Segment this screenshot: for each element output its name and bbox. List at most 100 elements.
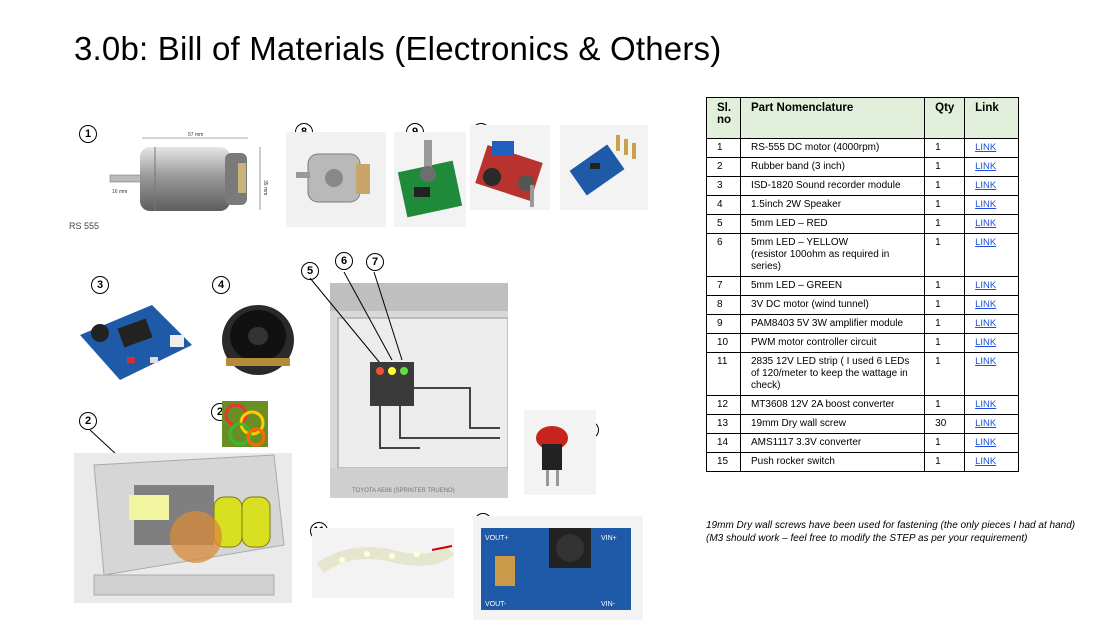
cell-part: 19mm Dry wall screw — [739, 414, 926, 434]
cell-part: AMS1117 3.3V converter — [739, 433, 926, 453]
cell-sl-no: 12 — [706, 395, 741, 415]
slide-title: 3.0b: Bill of Materials (Electronics & O… — [74, 30, 722, 67]
cell-sl-no: 7 — [706, 276, 741, 296]
link-cell[interactable]: LINK — [964, 157, 1019, 177]
cell-part-text: 19mm Dry wall screw — [750, 418, 846, 429]
link-cell[interactable]: LINK — [964, 276, 1019, 296]
cell-qty: 1 — [924, 276, 966, 296]
dim-diameter-label: 35 mm — [262, 180, 268, 195]
header-sl-no: Sl. no — [706, 97, 741, 139]
cell-sl-no: 4 — [706, 195, 741, 215]
link-cell[interactable]: LINK — [964, 433, 1019, 453]
cell-part-text: Push rocker switch — [750, 456, 835, 467]
vout-minus-label: VOUT- — [485, 601, 507, 608]
cell-part: PAM8403 5V 3W amplifier module — [739, 314, 926, 334]
cell-part: 2835 12V LED strip ( I used 6 LEDs of 12… — [739, 352, 926, 396]
cell-part: 1.5inch 2W Speaker — [739, 195, 926, 215]
marker-4: 4 — [212, 276, 230, 294]
rs555-motor-image: 57 mm 35 mm 16 mm — [109, 132, 268, 211]
cell-sl-no: 2 — [706, 157, 741, 177]
cell-part: RS-555 DC motor (4000rpm) — [739, 138, 926, 158]
cell-part: MT3608 12V 2A boost converter — [739, 395, 926, 415]
isd1820-recorder-image — [80, 305, 192, 380]
cell-part-text: 2835 12V LED strip ( I used 6 LEDs of 12… — [750, 356, 910, 391]
link-cell[interactable]: LINK — [964, 333, 1019, 353]
cell-qty: 1 — [924, 176, 966, 196]
footnote: 19mm Dry wall screws have been used for … — [706, 520, 1086, 545]
cell-part-text: ISD-1820 Sound recorder module — [750, 180, 901, 191]
marker-1: 1 — [79, 125, 97, 143]
link-cell[interactable]: LINK — [964, 138, 1019, 158]
link-cell[interactable]: LINK — [964, 314, 1019, 334]
link-cell[interactable]: LINK — [964, 195, 1019, 215]
cell-part: Push rocker switch — [739, 452, 926, 472]
cell-qty: 1 — [924, 138, 966, 158]
cell-part-text: 5mm LED – YELLOW — [750, 237, 849, 248]
cell-sl-no: 8 — [706, 295, 741, 315]
cell-sl-no: 10 — [706, 333, 741, 353]
cell-part: PWM motor controller circuit — [739, 333, 926, 353]
cell-qty: 1 — [924, 395, 966, 415]
table-row: 11 2835 12V LED strip ( I used 6 LEDs of … — [706, 352, 1019, 396]
dc-motor-3v-image — [286, 132, 386, 227]
cell-part: Rubber band (3 inch) — [739, 157, 926, 177]
cell-part: 5mm LED – YELLOW(resistor 100ohm as requ… — [739, 233, 926, 277]
speaker-image — [222, 305, 294, 375]
header-qty: Qty — [924, 97, 966, 139]
link-cell[interactable]: LINK — [964, 414, 1019, 434]
cell-qty: 1 — [924, 333, 966, 353]
cell-sl-no: 5 — [706, 214, 741, 234]
cell-part-text: 5mm LED – RED — [750, 218, 828, 229]
marker-5: 5 — [301, 262, 319, 280]
rubber-bands-image — [222, 401, 268, 447]
vin-plus-label: VIN+ — [601, 535, 617, 542]
cell-sl-no: 3 — [706, 176, 741, 196]
cell-qty: 1 — [924, 314, 966, 334]
link-cell[interactable]: LINK — [964, 176, 1019, 196]
dim-shaft-label: 16 mm — [112, 189, 127, 195]
push-switch-image — [524, 410, 596, 495]
cell-part-text: 3V DC motor (wind tunnel) — [750, 299, 869, 310]
vin-minus-label: VIN- — [601, 601, 616, 608]
pwm-controller-image — [470, 125, 550, 210]
marker-7: 7 — [366, 253, 384, 271]
link-cell[interactable]: LINK — [964, 452, 1019, 472]
cell-qty: 30 — [924, 414, 966, 434]
cell-sl-no: 6 — [706, 233, 741, 277]
cell-sl-no: 11 — [706, 352, 741, 396]
pam8403-amplifier-image — [394, 132, 466, 227]
cell-part-text: 1.5inch 2W Speaker — [750, 199, 842, 210]
cell-sl-no: 15 — [706, 452, 741, 472]
cell-qty: 1 — [924, 452, 966, 472]
cell-part-text: MT3608 12V 2A boost converter — [750, 399, 895, 410]
mt3608-boost-image: VOUT+ VOUT- VIN+ VIN- — [473, 516, 643, 620]
motor-caption: RS 555 — [69, 221, 100, 231]
link-cell[interactable]: LINK — [964, 295, 1019, 315]
link-cell[interactable]: LINK — [964, 352, 1019, 396]
marker-3: 3 — [91, 276, 109, 294]
cell-part: ISD-1820 Sound recorder module — [739, 176, 926, 196]
link-cell[interactable]: LINK — [964, 214, 1019, 234]
cell-part-text: 5mm LED – GREEN — [750, 280, 843, 291]
vout-plus-label: VOUT+ — [485, 535, 509, 542]
cell-part-text: AMS1117 3.3V converter — [750, 437, 862, 448]
cell-part-note: (resistor 100ohm as required in series) — [750, 249, 890, 272]
link-cell[interactable]: LINK — [964, 233, 1019, 277]
table-header-row: Sl. no Part Nomenclature Qty Link — [706, 97, 1019, 139]
dim-length-label: 57 mm — [188, 132, 203, 138]
cell-part: 3V DC motor (wind tunnel) — [739, 295, 926, 315]
diagram-label: TOYOTA AE86 (SPRINTER TRUENO) — [352, 488, 455, 494]
cell-qty: 1 — [924, 352, 966, 396]
link-cell[interactable]: LINK — [964, 395, 1019, 415]
header-link: Link — [964, 97, 1019, 139]
